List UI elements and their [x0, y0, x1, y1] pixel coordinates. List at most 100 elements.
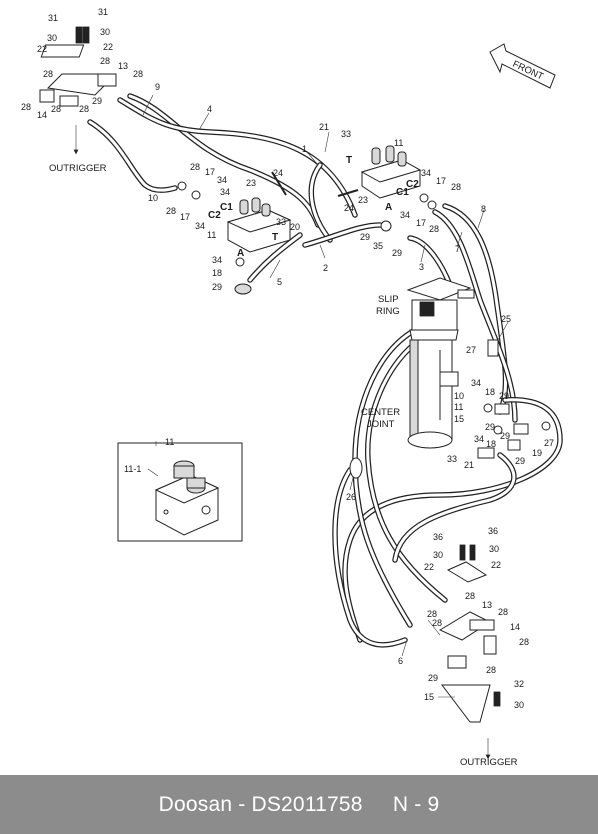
- callout-34: 34: [421, 168, 431, 178]
- callout-22: 22: [424, 562, 434, 572]
- callout-28: 28: [51, 104, 61, 114]
- callout-29: 29: [428, 673, 438, 683]
- callout-19: 19: [532, 448, 542, 458]
- right-fittings: [349, 339, 551, 479]
- hydraulic-hose-diagram: OUTRIGGER OUTRIGGER FRONT SLIP RING CENT…: [21, 7, 563, 768]
- callout-24: 24: [273, 168, 283, 178]
- callout-2: 2: [323, 263, 328, 273]
- port-a-left: A: [237, 248, 244, 259]
- callout-22: 22: [103, 42, 113, 52]
- callout-28: 28: [100, 56, 110, 66]
- left-control-valve: [177, 171, 292, 295]
- footer-bar: Doosan - DS2011758 N - 9: [0, 775, 598, 834]
- callout-14: 14: [37, 110, 47, 120]
- callout-34: 34: [471, 378, 481, 388]
- center-joint: [406, 277, 475, 449]
- callout-7: 7: [455, 244, 460, 254]
- front-arrow: [489, 43, 556, 89]
- callout-17: 17: [436, 176, 446, 186]
- footer-text: Doosan - DS2011758 N - 9: [158, 792, 440, 816]
- callout-36: 36: [433, 532, 443, 542]
- callout-22: 22: [491, 560, 501, 570]
- callout-17: 17: [205, 167, 215, 177]
- callout-29: 29: [515, 456, 525, 466]
- annotation-labels: OUTRIGGER OUTRIGGER FRONT SLIP RING CENT…: [49, 59, 545, 768]
- callout-33: 33: [341, 129, 351, 139]
- callout-28: 28: [465, 591, 475, 601]
- callout-29: 29: [392, 248, 402, 258]
- port-c2-left: C2: [208, 210, 221, 221]
- callout-18: 18: [485, 387, 495, 397]
- bottom-valve-assembly: [438, 544, 501, 760]
- callout-21: 21: [464, 460, 474, 470]
- callout-1: 1: [302, 144, 307, 154]
- callout-33: 33: [447, 454, 457, 464]
- callout-21: 21: [319, 122, 329, 132]
- callout-17: 17: [180, 212, 190, 222]
- callout-27: 27: [466, 345, 476, 355]
- callout-30: 30: [433, 550, 443, 560]
- callout-28: 28: [498, 607, 508, 617]
- top-left-valve-assembly: [39, 26, 117, 155]
- callout-28: 28: [43, 69, 53, 79]
- callout-18: 18: [212, 268, 222, 278]
- callout-29: 29: [92, 96, 102, 106]
- callout-26: 26: [346, 492, 356, 502]
- callout-23: 23: [358, 195, 368, 205]
- detail-part-label: 11-1: [124, 464, 141, 474]
- callout-28: 28: [432, 618, 442, 628]
- callout-11: 11: [207, 230, 216, 240]
- callout-28: 28: [486, 665, 496, 675]
- callout-34: 34: [195, 221, 205, 231]
- slip-ring-label-2: RING: [376, 306, 400, 317]
- callout-15: 15: [424, 692, 434, 702]
- port-a-right: A: [385, 202, 392, 213]
- callout-9: 9: [155, 82, 160, 92]
- callout-28: 28: [21, 102, 31, 112]
- callout-30: 30: [489, 544, 499, 554]
- slip-ring-label-1: SLIP: [378, 294, 399, 305]
- callout-13: 13: [118, 61, 128, 71]
- outrigger-label-bottom: OUTRIGGER: [460, 757, 518, 768]
- right-control-valve: [337, 145, 437, 232]
- callout-8: 8: [481, 204, 486, 214]
- callout-28: 28: [79, 104, 89, 114]
- callout-29: 29: [360, 232, 370, 242]
- callout-34: 34: [220, 187, 230, 197]
- center-joint-label-2: JOINT: [367, 419, 395, 430]
- callout-27: 27: [544, 438, 554, 448]
- callout-28: 28: [133, 69, 143, 79]
- callout-3: 3: [419, 262, 424, 272]
- callout-31: 31: [48, 13, 58, 23]
- callout-28: 28: [429, 224, 439, 234]
- callout-30: 30: [100, 27, 110, 37]
- callout-29: 29: [212, 282, 222, 292]
- callout-34: 34: [400, 210, 410, 220]
- callout-28: 28: [166, 206, 176, 216]
- callout-25: 25: [501, 314, 511, 324]
- callout-29: 29: [499, 391, 509, 401]
- port-t-left: T: [272, 232, 278, 243]
- callout-11: 11: [394, 138, 403, 148]
- callout-14: 14: [510, 622, 520, 632]
- callout-28: 28: [427, 609, 437, 619]
- callout-30: 30: [47, 33, 57, 43]
- callout-11: 11: [454, 402, 463, 412]
- callout-29: 29: [500, 431, 510, 441]
- callout-34: 34: [212, 255, 222, 265]
- callout-5: 5: [277, 277, 282, 287]
- callout-29: 29: [485, 422, 495, 432]
- callout-10: 10: [454, 391, 464, 401]
- leader-lines: [142, 94, 509, 698]
- callout-18: 18: [486, 439, 496, 449]
- port-c1-right: C1: [396, 187, 409, 198]
- callout-34: 34: [474, 434, 484, 444]
- callout-31: 31: [98, 7, 108, 17]
- center-joint-label-1: CENTER: [361, 407, 400, 418]
- callout-17: 17: [416, 218, 426, 228]
- callout-13: 13: [482, 600, 492, 610]
- callout-28: 28: [190, 162, 200, 172]
- callout-32: 32: [514, 679, 524, 689]
- callout-34: 34: [217, 175, 227, 185]
- callout-23: 23: [246, 178, 256, 188]
